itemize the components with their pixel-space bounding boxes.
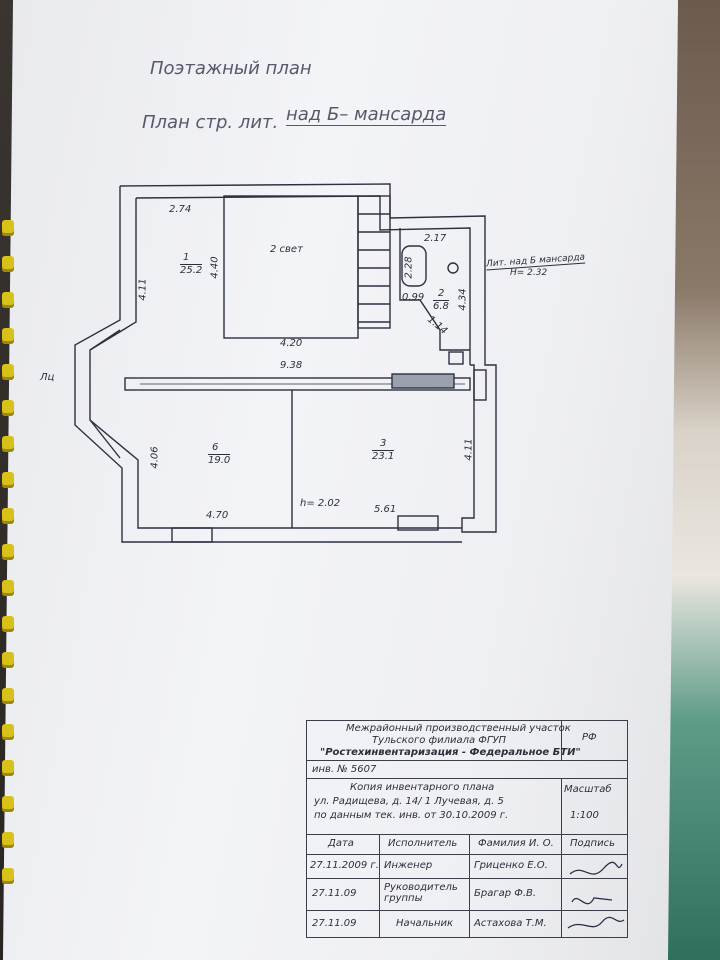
scale-value: 1:100 <box>570 810 599 821</box>
bay-line-1 <box>89 329 121 351</box>
row1-role: Инженер <box>384 860 433 871</box>
copy-line-3: по данным тек. инв. от 30.10.2009 г. <box>314 810 509 821</box>
room1-area: 25.2 <box>180 264 203 276</box>
plan-subtitle-value: над Б– мансарда <box>286 104 447 126</box>
room1-number: 1 <box>183 252 190 263</box>
bath-height: 4.34 <box>457 288 469 311</box>
scale-label: Масштаб <box>564 784 612 795</box>
bathroom-wall <box>399 228 470 351</box>
outer-wall-left-bottom <box>74 186 462 543</box>
header-date: Дата <box>328 838 354 849</box>
row2-date: 27.11.09 <box>312 888 357 899</box>
org-line-3: "Ростехинвентаризация - Федеральное БТИ" <box>320 747 581 758</box>
room3-area: 23.1 <box>372 450 395 462</box>
window-bottom-right <box>397 515 439 531</box>
window-right <box>473 369 487 401</box>
room3-height: 4.11 <box>463 438 475 461</box>
room6-number: 6 <box>212 442 219 453</box>
room6-height: 4.06 <box>149 446 161 469</box>
header-executor: Исполнитель <box>388 838 458 849</box>
side-height: H= 2.32 <box>510 268 548 278</box>
row3-date: 27.11.09 <box>312 918 357 929</box>
spiral-binding <box>0 220 22 920</box>
room6-area: 19.0 <box>208 454 231 466</box>
room3-ceiling: h= 2.02 <box>300 498 341 509</box>
row3-role: Начальник <box>396 918 454 929</box>
bay-line-2 <box>89 419 121 459</box>
room1-width: 2.74 <box>169 204 192 215</box>
country: РФ <box>582 732 597 743</box>
row2-name: Брагар Ф.В. <box>474 888 537 899</box>
inner-wall-top <box>135 195 471 365</box>
room3-number: 3 <box>380 438 387 449</box>
bath-number: 2 <box>438 288 445 299</box>
light-well-height: 4.40 <box>209 256 221 279</box>
copy-line-1: Копия инвентарного плана <box>350 782 495 793</box>
bath-dim-a: 2.28 <box>403 256 415 279</box>
left-marker: Лц <box>40 372 55 383</box>
signatures <box>567 861 625 929</box>
bath-area: 6.8 <box>433 300 449 312</box>
door-mark <box>391 373 455 389</box>
room6-width: 4.70 <box>206 510 229 521</box>
org-line-1: Межрайонный производственный участок <box>346 723 571 734</box>
row1-name: Гриценко Е.О. <box>474 860 548 871</box>
header-signature: Подпись <box>570 838 615 849</box>
overall-width: 9.38 <box>280 360 303 371</box>
bath-dim-b: 0.99 <box>402 292 425 303</box>
light-well <box>223 195 359 339</box>
window-bottom-left <box>171 527 213 543</box>
toilet <box>447 262 459 274</box>
row1-date: 27.11.2009 г. <box>310 860 379 871</box>
copy-line-2: ул. Радищева, д. 14/ 1 Лучевая, д. 5 <box>314 796 504 807</box>
middle-wall <box>124 377 471 391</box>
row3-name: Астахова Т.М. <box>474 918 547 929</box>
org-line-2: Тульского филиала ФГУП <box>372 735 507 746</box>
room1-height: 4.11 <box>137 278 149 301</box>
row2-role: Руководитель группы <box>384 882 458 904</box>
plan-title: Поэтажный план <box>150 58 312 79</box>
stairs <box>357 195 391 329</box>
light-well-label: 2 свет <box>270 244 303 255</box>
bathtub <box>401 245 427 287</box>
inventory-number: инв. № 5607 <box>312 764 377 775</box>
bath-width: 2.17 <box>424 233 447 244</box>
header-name: Фамилия И. О. <box>478 838 554 849</box>
title-block: Межрайонный производственный участок Тул… <box>306 720 628 938</box>
light-well-width: 4.20 <box>280 338 303 349</box>
plan-subtitle-prefix: План стр. лит. <box>142 112 279 133</box>
room3-width: 5.61 <box>374 504 397 515</box>
